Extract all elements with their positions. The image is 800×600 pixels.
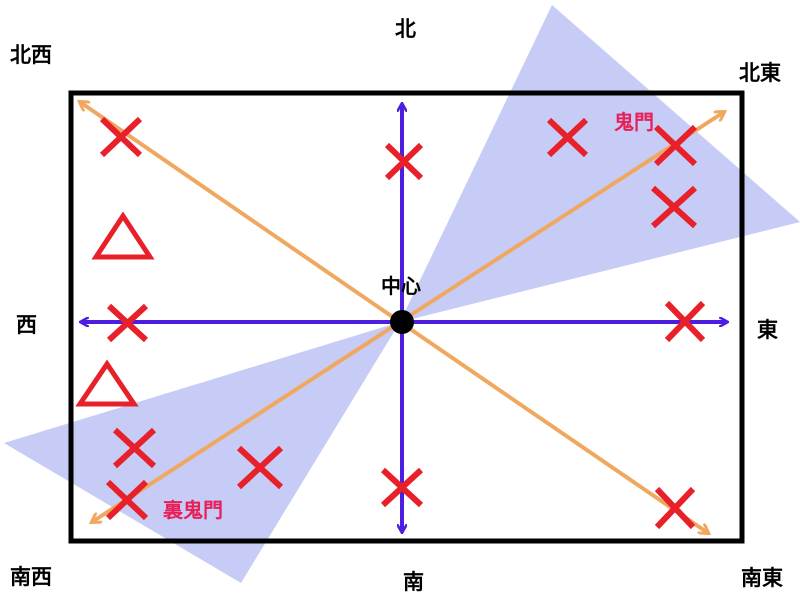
cross-mark: [106, 303, 149, 343]
label-center: 中心: [381, 274, 421, 298]
label-southeast: 南東: [741, 566, 783, 590]
cross-mark: [546, 117, 589, 158]
cross-mark: [653, 124, 698, 167]
house-outline: [68, 90, 745, 544]
label-northwest: 北西: [10, 43, 52, 67]
label-east: 東: [757, 318, 778, 342]
cross-mark: [380, 467, 424, 508]
cross-mark: [650, 185, 698, 229]
cross-mark: [105, 479, 149, 521]
label-ura-kimon: 裏鬼門: [163, 498, 223, 522]
label-southwest: 南西: [10, 565, 52, 589]
cross-mark: [384, 142, 424, 181]
southeast-axis: [398, 320, 708, 533]
label-south: 南: [403, 570, 424, 594]
kimon-zone: [400, 5, 800, 322]
label-north: 北: [395, 17, 416, 41]
triangle-mark: [75, 359, 139, 407]
label-west: 西: [16, 313, 37, 337]
center-point: [390, 310, 414, 334]
cross-marks: [99, 116, 706, 530]
northwest-southeast-axis: [80, 102, 402, 324]
cross-mark: [664, 300, 706, 343]
cross-mark: [99, 116, 143, 158]
label-kimon: 鬼門: [614, 110, 654, 134]
southwest-axis: [92, 320, 402, 522]
label-northeast: 北東: [739, 61, 781, 85]
cross-mark: [112, 427, 157, 469]
cross-mark: [236, 445, 284, 490]
cross-mark: [654, 486, 696, 530]
triangle-mark: [91, 211, 155, 260]
